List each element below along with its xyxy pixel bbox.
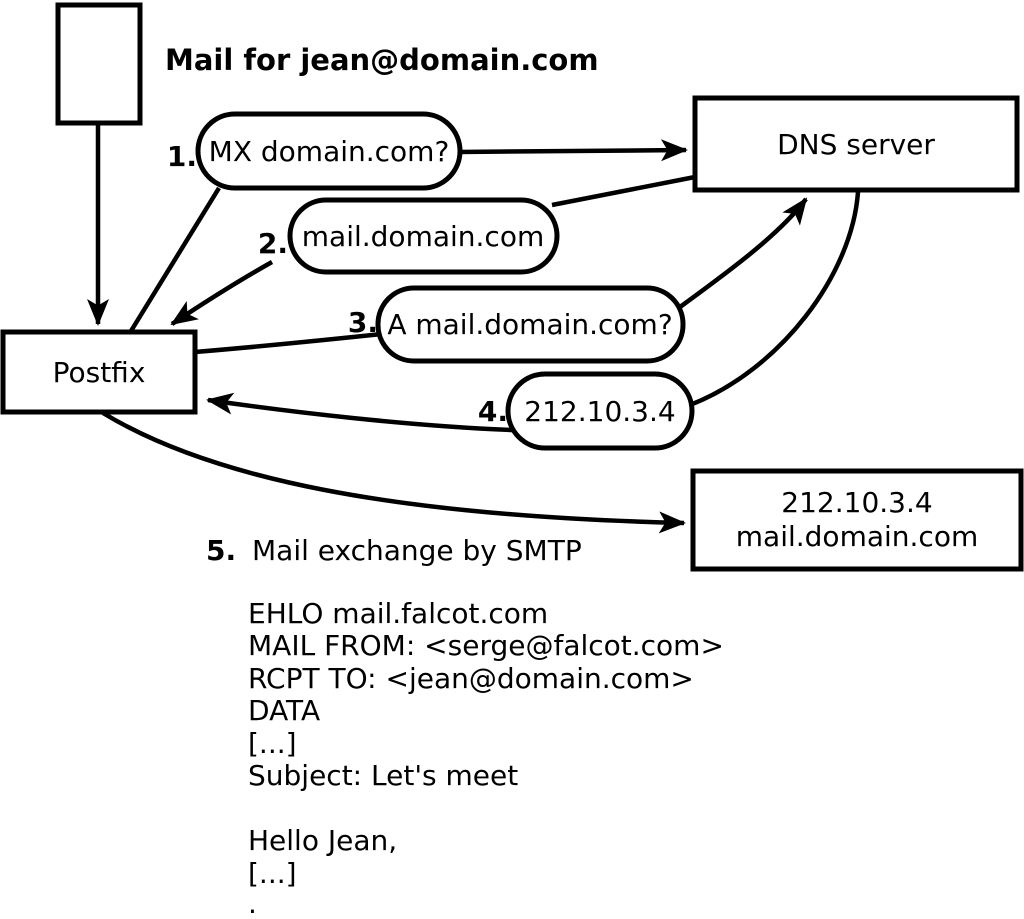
- step4-bubble-label: 212.10.3.4: [524, 395, 675, 428]
- step3-bubble: [375, 285, 686, 364]
- postfix-node: [0, 329, 198, 415]
- postfix-label: Postfix: [53, 356, 146, 389]
- smtp-line: Subject: Let's meet: [248, 759, 518, 792]
- step2-bubble-label: mail.domain.com: [302, 220, 544, 253]
- smtp-line: Hello Jean,: [248, 824, 397, 857]
- smtp-line: RCPT TO: <jean@domain.com>: [248, 662, 694, 695]
- line-postfix-to-query3: [194, 331, 383, 355]
- smtp-line: .: [248, 887, 257, 919]
- step2-bubble: [287, 197, 560, 275]
- line-dns-to-answer4: [689, 191, 861, 408]
- arrow-query1-to-dns: [457, 139, 688, 162]
- arrow-query3-to-dns: [678, 197, 808, 309]
- smtp-line: [...]: [248, 857, 297, 890]
- smtp-line: [...]: [248, 727, 297, 760]
- line-postfix-to-query1: [129, 186, 221, 333]
- smtp-line: MAIL FROM: <serge@falcot.com>: [248, 629, 724, 662]
- arrow-answer2-to-postfix: [170, 260, 274, 326]
- arrow-answer4-to-postfix: [206, 392, 513, 433]
- arrow-postfix-to-mailserver-smtp: [101, 411, 686, 534]
- step4-number: 4.: [478, 395, 508, 428]
- step1-number: 1.: [167, 140, 197, 173]
- step4-bubble: [505, 371, 695, 451]
- smtp-line: EHLO mail.falcot.com: [248, 597, 548, 630]
- diagram-title: Mail for jean@domain.com: [165, 43, 599, 77]
- dns-server-node: [692, 95, 1020, 193]
- mail-server-node: [690, 468, 1024, 572]
- step3-bubble-label: A mail.domain.com?: [387, 308, 672, 341]
- mail-server-host-label: mail.domain.com: [736, 520, 978, 553]
- step3-number: 3.: [348, 306, 378, 339]
- mail-message-icon: [55, 2, 143, 126]
- line-dns-to-answer2: [551, 174, 696, 208]
- mail-server-ip-label: 212.10.3.4: [781, 486, 932, 519]
- step1-bubble: [195, 111, 463, 191]
- step5-label: Mail exchange by SMTP: [252, 534, 582, 567]
- smtp-session-transcript: EHLO mail.falcot.com MAIL FROM: <serge@f…: [248, 597, 724, 919]
- step5-number: 5.: [206, 534, 236, 567]
- step1-bubble-label: MX domain.com?: [209, 135, 450, 168]
- smtp-line: DATA: [248, 694, 320, 727]
- dns-server-label: DNS server: [777, 128, 935, 161]
- step2-number: 2.: [258, 227, 288, 260]
